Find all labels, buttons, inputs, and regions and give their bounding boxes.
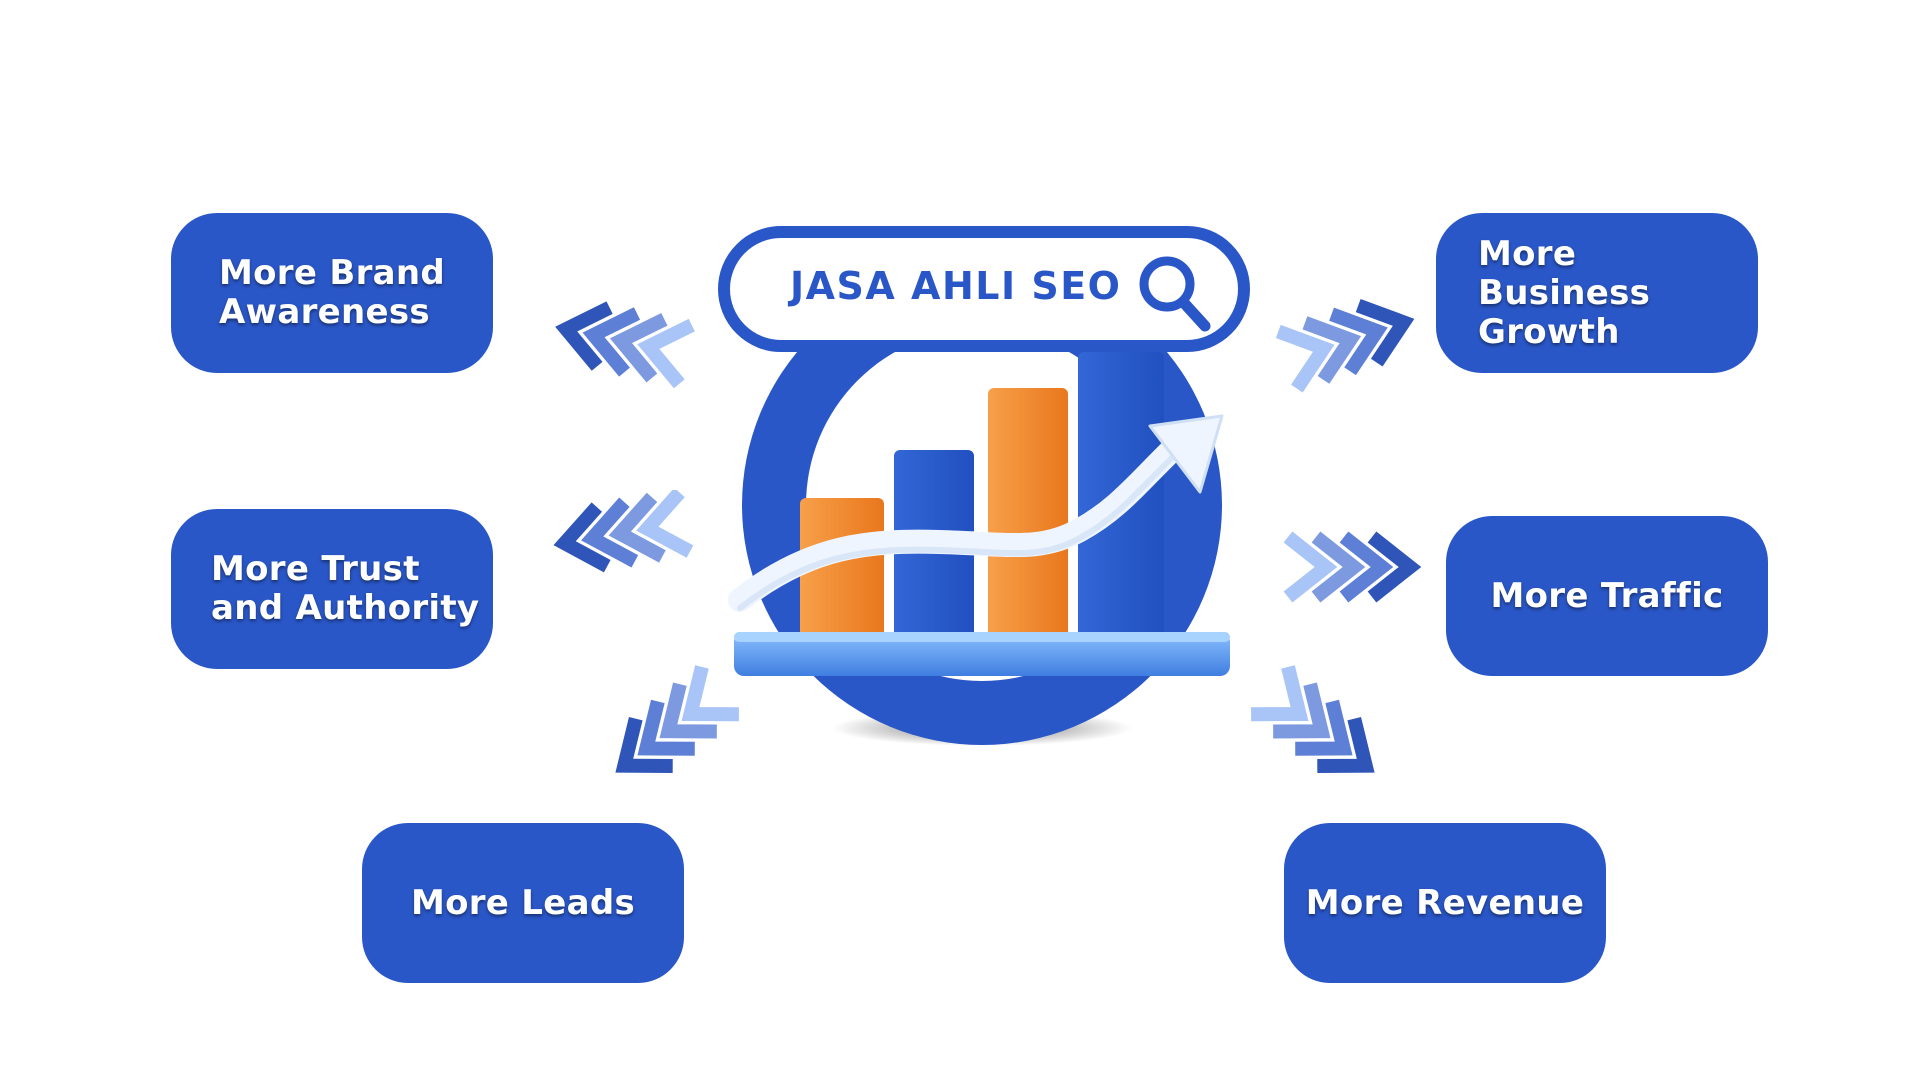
benefit-more-business-growth: More Business Growth <box>1436 213 1758 373</box>
benefit-more-trust-authority: More Trust and Authority <box>171 509 493 669</box>
benefit-label: More Traffic <box>1490 575 1724 616</box>
search-bar: JASA AHLI SEO <box>718 226 1250 352</box>
chevrons-right-to-traffic <box>1283 531 1422 603</box>
search-bar-text: JASA AHLI SEO <box>790 264 1122 308</box>
benefit-more-traffic: More Traffic <box>1446 516 1768 676</box>
chevrons-right-to-revenue <box>1251 665 1375 773</box>
benefit-label: More Business Growth <box>1478 233 1651 352</box>
chart-platform <box>734 632 1230 676</box>
benefit-more-revenue: More Revenue <box>1284 823 1606 983</box>
bar-1-orange <box>800 498 884 648</box>
search-icon <box>1135 252 1215 336</box>
bar-3-orange <box>988 388 1068 648</box>
trend-arrow <box>728 430 1192 612</box>
benefit-label: More Brand Awareness <box>219 253 446 332</box>
benefit-label: More Leads <box>410 882 636 923</box>
benefit-more-brand-awareness: More Brand Awareness <box>171 213 493 373</box>
chevrons-right-to-business-growth <box>1275 298 1415 393</box>
chevrons-left-to-brand-awareness <box>555 301 695 389</box>
seo-growth-illustration <box>728 330 1230 746</box>
chevrons-left-to-leads <box>615 665 739 773</box>
chevrons-left-to-trust-authority <box>553 490 694 573</box>
benefit-label: More Trust and Authority <box>211 549 480 628</box>
trend-arrowhead <box>1148 414 1224 494</box>
benefit-more-leads: More Leads <box>362 823 684 983</box>
benefit-label: More Revenue <box>1305 882 1585 923</box>
